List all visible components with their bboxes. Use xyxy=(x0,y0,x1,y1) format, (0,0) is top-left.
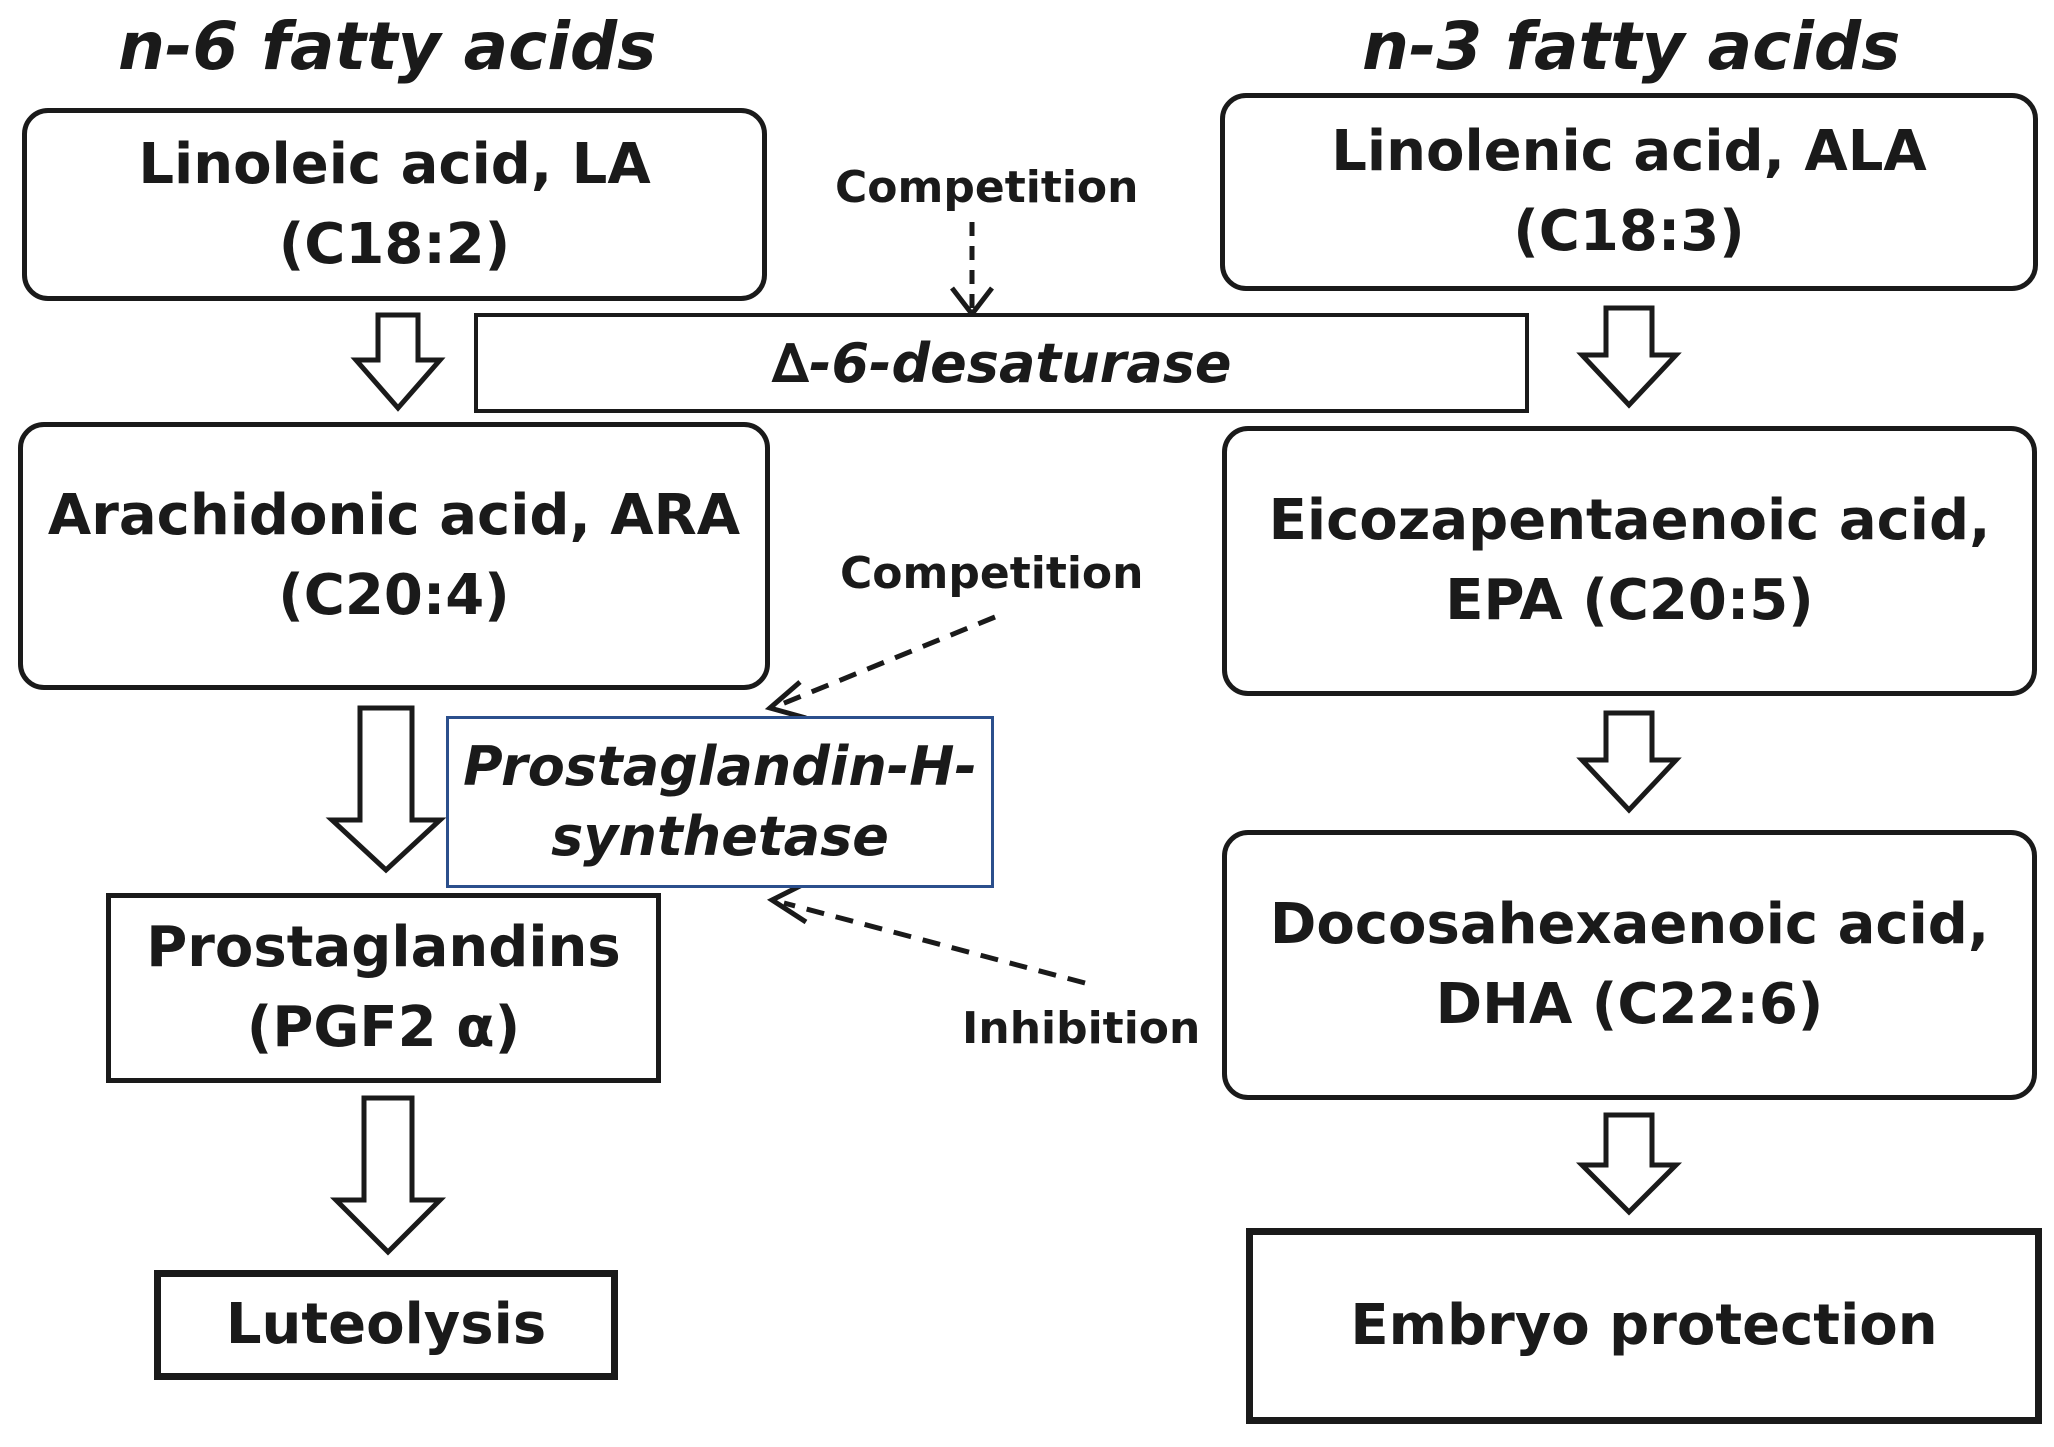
linoleic-acid-name: Linoleic acid, LA xyxy=(138,131,651,197)
prostaglandins-name: Prostaglandins xyxy=(146,915,621,980)
eicosapentaenoic-acid-box: Eicozapentaenoic acid, EPA (C20:5) xyxy=(1222,426,2037,696)
arachidonic-acid-formula: (C20:4) xyxy=(278,563,510,628)
competition-arrow-top xyxy=(950,222,994,319)
block-arrow-la-to-ara xyxy=(350,312,446,412)
block-arrow-dha-to-embryo xyxy=(1575,1112,1683,1216)
linoleic-acid-formula: (C18:2) xyxy=(278,211,511,277)
desaturase-enzyme-box: ∆-6-desaturase xyxy=(474,313,1529,413)
embryo-protection-box: Embryo protection xyxy=(1246,1228,2042,1424)
n6-title: n-6 fatty acids xyxy=(118,8,657,85)
luteolysis-box: Luteolysis xyxy=(154,1270,618,1380)
docosahexaenoic-acid-box: Docosahexaenoic acid, DHA (C22:6) xyxy=(1222,830,2037,1100)
competition-label-top: Competition xyxy=(835,162,1139,213)
prostaglandins-formula: (PGF2 α) xyxy=(246,995,521,1060)
linoleic-acid-box: Linoleic acid, LA (C18:2) xyxy=(22,108,767,301)
block-arrow-ara-to-pg xyxy=(325,705,447,874)
inhibition-label: Inhibition xyxy=(962,1003,1201,1054)
pghs-label-line2: synthetase xyxy=(551,805,889,868)
block-arrow-epa-to-dha xyxy=(1576,710,1682,814)
block-arrow-ala-to-epa xyxy=(1576,305,1682,409)
docosahexaenoic-acid-name: Docosahexaenoic acid, xyxy=(1269,892,1990,957)
block-arrow-pg-to-luteolysis xyxy=(329,1095,447,1256)
linolenic-acid-formula: (C18:3) xyxy=(1513,199,1745,264)
embryo-protection-label: Embryo protection xyxy=(1350,1293,1938,1358)
linolenic-acid-box: Linolenic acid, ALA (C18:3) xyxy=(1220,93,2038,291)
competition-label-mid: Competition xyxy=(840,548,1144,599)
n3-title: n-3 fatty acids xyxy=(1362,8,1901,85)
docosahexaenoic-acid-formula: DHA (C22:6) xyxy=(1435,972,1824,1037)
competition-arrow-mid xyxy=(764,614,996,721)
desaturase-label: ∆-6-desaturase xyxy=(771,331,1232,395)
arachidonic-acid-name: Arachidonic acid, ARA xyxy=(47,483,741,548)
inhibition-arrow xyxy=(766,877,1086,986)
eicosapentaenoic-acid-formula: EPA (C20:5) xyxy=(1445,568,1814,633)
eicosapentaenoic-acid-name: Eicozapentaenoic acid, xyxy=(1268,488,1991,553)
luteolysis-label: Luteolysis xyxy=(225,1292,547,1357)
pghs-label-line1: Prostaglandin-H- xyxy=(463,735,977,798)
arachidonic-acid-box: Arachidonic acid, ARA (C20:4) xyxy=(18,422,770,690)
prostaglandins-box: Prostaglandins (PGF2 α) xyxy=(106,893,661,1083)
linolenic-acid-name: Linolenic acid, ALA xyxy=(1331,119,1927,184)
prostaglandin-h-synthetase-box: Prostaglandin-H- synthetase xyxy=(446,716,994,888)
